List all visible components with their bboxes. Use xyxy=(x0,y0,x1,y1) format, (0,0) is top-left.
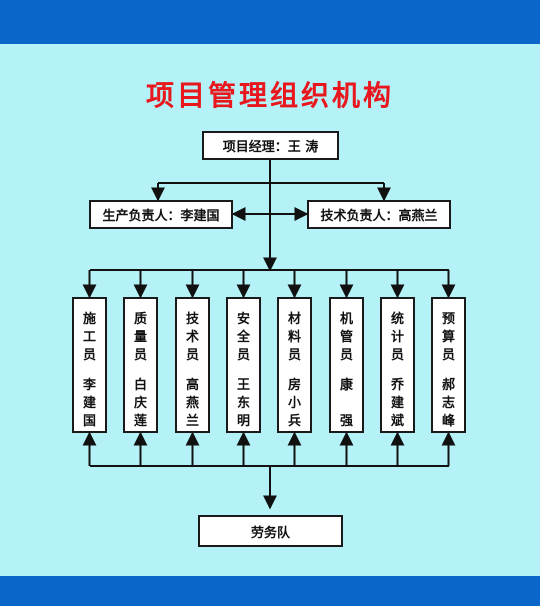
staff-box: 预算员郝志峰 xyxy=(431,297,466,433)
deputy-technical-label: 技术负责人：高燕兰 xyxy=(320,209,438,224)
top-band xyxy=(0,0,540,44)
staff-box: 施工员李建国 xyxy=(72,297,107,433)
staff-box: 安全员王东明 xyxy=(226,297,261,433)
staff-role: 机管员 xyxy=(339,312,353,363)
staff-person: 康 强 xyxy=(339,378,353,429)
staff-person: 房小兵 xyxy=(287,378,301,429)
bottom-band xyxy=(0,576,540,606)
deputy-production-box: 生产负责人：李建国 xyxy=(89,200,233,229)
staff-person: 高燕兰 xyxy=(185,378,199,429)
staff-role: 安全员 xyxy=(236,312,250,363)
staff-person: 王东明 xyxy=(236,378,250,429)
staff-person: 李建国 xyxy=(82,378,96,429)
staff-role: 技术员 xyxy=(185,312,199,363)
manager-box: 项目经理：王 涛 xyxy=(202,131,339,160)
manager-label: 项目经理：王 涛 xyxy=(222,140,319,155)
labor-team-label: 劳务队 xyxy=(250,525,290,541)
staff-role: 施工员 xyxy=(82,312,96,363)
deputy-technical-box: 技术负责人：高燕兰 xyxy=(307,200,451,229)
staff-person: 白庆莲 xyxy=(133,378,147,429)
staff-person: 乔建斌 xyxy=(390,378,404,429)
staff-box: 统计员乔建斌 xyxy=(380,297,415,433)
staff-box: 机管员康 强 xyxy=(329,297,364,433)
staff-person: 郝志峰 xyxy=(441,378,455,429)
staff-role: 材料员 xyxy=(287,312,301,363)
staff-box: 材料员房小兵 xyxy=(277,297,312,433)
staff-role: 统计员 xyxy=(390,312,404,363)
deputy-production-label: 生产负责人：李建国 xyxy=(102,209,220,224)
staff-box: 技术员高燕兰 xyxy=(175,297,210,433)
staff-box: 质量员白庆莲 xyxy=(123,297,158,433)
staff-role: 预算员 xyxy=(441,312,455,363)
labor-team-box: 劳务队 xyxy=(198,515,343,547)
diagram-title: 项目管理组织机构 xyxy=(145,79,394,112)
staff-role: 质量员 xyxy=(133,312,147,363)
